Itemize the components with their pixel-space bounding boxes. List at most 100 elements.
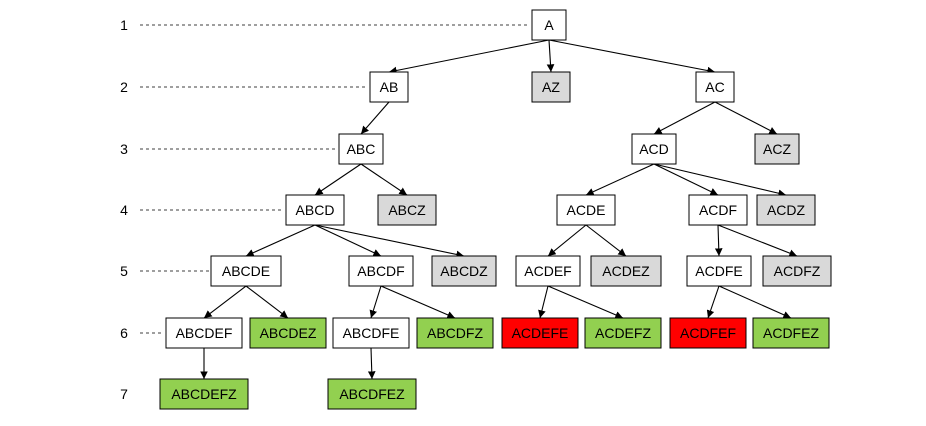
node-label: ACDFE <box>695 263 742 279</box>
edge-acdfe-acdfef <box>706 285 720 319</box>
node-box-gray <box>754 133 800 165</box>
node-label: ABCDE <box>222 263 270 279</box>
edge-acdef-acdefz <box>547 285 624 319</box>
node-label: ABCDFE <box>343 325 400 341</box>
edge-abc-abcz <box>360 163 408 196</box>
edge-abcde-abcdef <box>203 285 247 319</box>
level-label-3: 3 <box>120 141 128 157</box>
node-box-gray <box>756 194 816 226</box>
node-abcdfz: ABCDFZ <box>416 317 494 349</box>
node-label: ACZ <box>763 141 791 157</box>
node-label: ACDEFE <box>512 325 569 341</box>
level-label-6: 6 <box>120 325 128 341</box>
node-abcz: ABCZ <box>377 194 437 226</box>
level-label-2: 2 <box>120 79 128 95</box>
tree-edges <box>200 39 798 380</box>
node-ac: AC <box>695 71 735 103</box>
node-label: ABCZ <box>388 202 426 218</box>
node-label: AC <box>705 79 724 95</box>
node-label: ABCDFEZ <box>339 386 405 402</box>
node-label: ACDE <box>567 202 606 218</box>
node-abcdf: ABCDF <box>348 255 414 287</box>
node-abcd: ABCD <box>285 194 345 226</box>
node-box-plain <box>515 255 581 287</box>
node-box-plain <box>631 133 677 165</box>
edge-acdf-acdfe <box>714 224 723 257</box>
node-label: A <box>544 17 554 33</box>
node-label: AZ <box>542 79 560 95</box>
node-label: ABCDF <box>357 263 404 279</box>
node-box-gray <box>762 255 832 287</box>
node-acde: ACDE <box>556 194 616 226</box>
node-acdfz: ACDFZ <box>762 255 832 287</box>
node-box-plain <box>285 194 345 226</box>
node-box-green <box>327 378 417 410</box>
node-label: ACDF <box>699 202 737 218</box>
edge-acdf-acdfz <box>717 224 798 257</box>
node-acdefz: ACDEFZ <box>584 317 662 349</box>
edge-abcdfe-abcdfez <box>367 347 376 380</box>
node-acdef: ACDEF <box>515 255 581 287</box>
edge-abcde-abcdez <box>245 285 289 319</box>
node-label: ABCD <box>296 202 335 218</box>
edge-acdfe-acdfez <box>718 285 792 319</box>
node-acz: ACZ <box>754 133 800 165</box>
edge-acdef-acdefe <box>538 285 549 319</box>
node-acdez: ACDEZ <box>590 255 662 287</box>
edge-ac-acz <box>714 101 778 135</box>
edge-abcd-abcdz <box>314 224 465 259</box>
node-abcdfe: ABCDFE <box>332 317 410 349</box>
node-box-plain <box>332 317 410 349</box>
edge-acd-acde <box>585 163 655 196</box>
node-box-green <box>249 317 327 349</box>
node-label: ACDEF <box>524 263 571 279</box>
node-label: AB <box>380 79 399 95</box>
level-label-1: 1 <box>120 17 128 33</box>
level-label-7: 7 <box>120 386 128 402</box>
edge-abc-abcd <box>314 163 362 196</box>
node-box-plain <box>165 317 243 349</box>
node-acdefe: ACDEFE <box>501 317 579 349</box>
node-box-gray <box>431 255 497 287</box>
node-label: ABCDEF <box>176 325 233 341</box>
edge-a-ab <box>388 39 550 75</box>
node-label: ABCDEZ <box>260 325 317 341</box>
node-abcdez: ABCDEZ <box>249 317 327 349</box>
level-labels: 1 2 3 4 5 6 7 <box>120 17 128 402</box>
node-label: ACDEZ <box>602 263 650 279</box>
node-acdf: ACDF <box>688 194 748 226</box>
node-acdz: ACDZ <box>756 194 816 226</box>
node-box-plain <box>688 194 748 226</box>
edge-a-az <box>546 39 555 73</box>
node-label: ACDFEZ <box>763 325 819 341</box>
node-box-gray <box>590 255 662 287</box>
node-label: ACDFZ <box>774 263 821 279</box>
edge-abcdf-abcdfz <box>380 285 456 319</box>
node-abcdef: ABCDEF <box>165 317 243 349</box>
edge-ac-acd <box>653 101 716 135</box>
node-abcdefz: ABCDEFZ <box>159 378 249 410</box>
edge-abcdf-abcdfe <box>369 285 382 319</box>
node-acdfef: ACDFEF <box>669 317 747 349</box>
level-label-4: 4 <box>120 202 128 218</box>
node-box-gray <box>377 194 437 226</box>
node-box-plain <box>369 71 409 103</box>
node-label: ACDFEF <box>680 325 736 341</box>
node-abcde: ABCDE <box>210 255 282 287</box>
node-label: ABCDZ <box>440 263 488 279</box>
edge-acd-acdz <box>653 163 787 197</box>
node-acdfez: ACDFEZ <box>752 317 830 349</box>
level-guides <box>140 24 530 334</box>
edge-abcd-abcde <box>245 224 316 257</box>
node-label: ABC <box>347 141 376 157</box>
node-box-gray <box>531 71 571 103</box>
node-box-plain <box>348 255 414 287</box>
node-box-red <box>669 317 747 349</box>
edge-acd-acdf <box>653 163 719 196</box>
node-ab: AB <box>369 71 409 103</box>
node-box-plain <box>556 194 616 226</box>
level-label-5: 5 <box>120 263 128 279</box>
node-box-red <box>501 317 579 349</box>
node-a: A <box>531 9 567 41</box>
